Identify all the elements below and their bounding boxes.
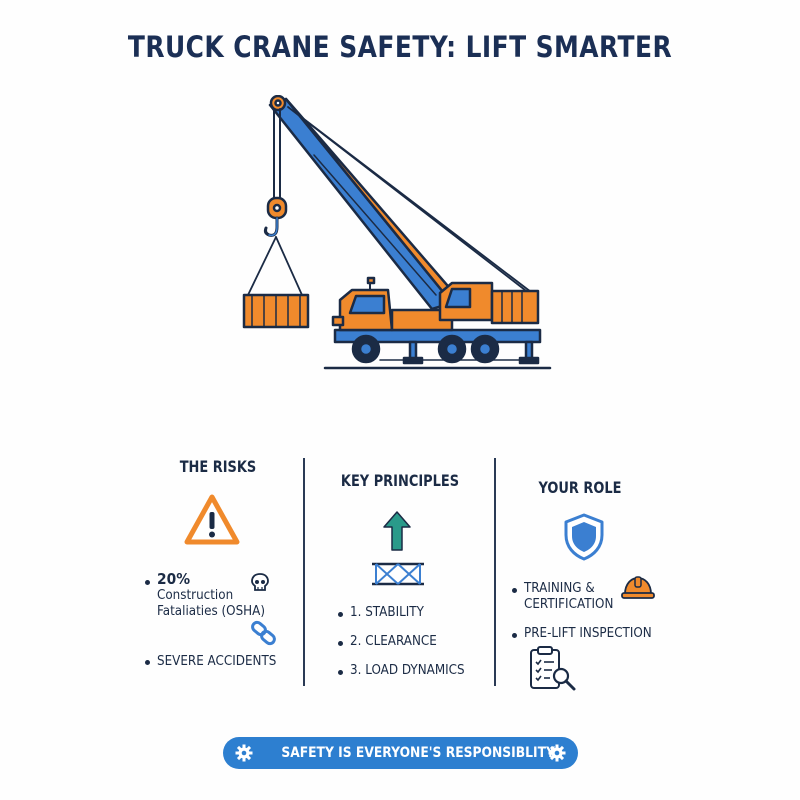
warning-triangle-icon [184, 494, 240, 545]
outrigger-platform-icon [372, 562, 424, 586]
chain-link-icon [251, 620, 276, 646]
truck-crane-illustration [242, 95, 552, 370]
risk-stat-value: 20% [157, 570, 191, 588]
gear-icon [235, 744, 253, 762]
shield-icon [564, 513, 604, 561]
risk-item-severe-accidents: SEVERE ACCIDENTS [157, 654, 277, 669]
column-divider [303, 458, 305, 686]
bullet [145, 660, 150, 665]
banner-text: SAFETY IS EVERYONE'S RESPONSIBLITY [281, 745, 555, 761]
gear-icon [548, 744, 566, 762]
role-item-training-line1: TRAINING & [524, 581, 595, 596]
bullet [338, 641, 343, 646]
principle-item-2: 2. CLEARANCE [350, 634, 437, 649]
bullet [145, 580, 150, 585]
hard-hat-icon [621, 576, 655, 599]
skull-icon [251, 573, 269, 591]
role-item-training-line2: CERTIFICATION [524, 597, 614, 612]
risks-title: THE RISKS [179, 457, 257, 476]
page-title: TRUCK CRANE SAFETY: LIFT SMARTER [127, 30, 673, 64]
role-title: YOUR ROLE [538, 478, 622, 497]
safety-banner: SAFETY IS EVERYONE'S RESPONSIBLITY [223, 737, 578, 769]
principle-item-3: 3. LOAD DYNAMICS [350, 663, 465, 678]
bullet [512, 588, 517, 593]
role-item-pre-lift-inspection: PRE-LIFT INSPECTION [524, 626, 652, 641]
principle-item-1: 1. STABILITY [350, 605, 424, 620]
principles-title: KEY PRINCIPLES [340, 471, 460, 490]
column-divider [494, 458, 496, 686]
up-arrow-icon [383, 511, 411, 551]
bullet [338, 612, 343, 617]
risk-stat-line1: Construction [157, 588, 234, 603]
bullet [512, 633, 517, 638]
risk-stat-line2: Fataliaties (OSHA) [157, 604, 266, 619]
clipboard-magnifier-icon [530, 646, 576, 691]
bullet [338, 670, 343, 675]
